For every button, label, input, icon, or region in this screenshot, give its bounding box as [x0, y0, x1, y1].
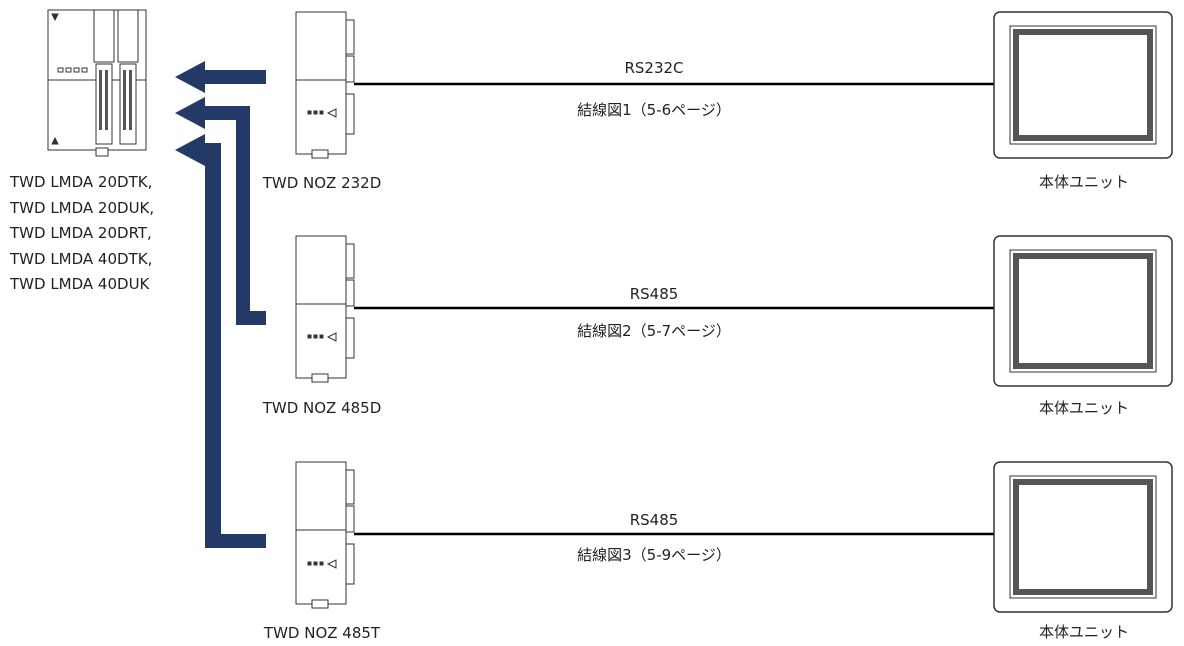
adapter-module-icon — [295, 235, 355, 383]
hmi-screen-icon — [993, 235, 1173, 387]
plc-model: TWD LMDA 20DRT, — [10, 224, 152, 242]
protocol-label: RS485 — [629, 285, 679, 303]
row-1 — [295, 11, 1173, 159]
row-2 — [295, 235, 1173, 387]
plc-model: TWD LMDA 20DTK, — [10, 173, 153, 191]
wiring-diagram-link: 結線図1（5-6ページ） — [577, 101, 731, 119]
adapter-label: TWD NOZ 485D — [262, 399, 382, 417]
plc-model: TWD LMDA 20DUK, — [10, 198, 155, 217]
hmi-screen-icon — [993, 461, 1173, 613]
plc-model: TWD LMDA 40DUK — [10, 275, 150, 293]
plc-model: TWD LMDA 40DTK, — [10, 249, 153, 268]
connector-arrows — [175, 61, 266, 548]
hmi-unit-label: 本体ユニット — [1038, 173, 1129, 191]
adapter-label: TWD NOZ 485T — [263, 624, 381, 642]
adapter-module-icon — [295, 11, 355, 159]
wiring-diagram-link: 結線図3（5-9ページ） — [577, 546, 731, 564]
adapter-label: TWD NOZ 232D — [262, 174, 382, 192]
hmi-unit-label: 本体ユニット — [1038, 399, 1129, 417]
plc-controller-icon — [47, 9, 147, 157]
wiring-diagram-link: 結線図2（5-7ページ） — [577, 322, 731, 340]
hmi-screen-icon — [993, 11, 1173, 159]
adapter-module-icon — [295, 461, 355, 609]
hmi-unit-label: 本体ユニット — [1038, 623, 1129, 641]
protocol-label: RS232C — [624, 59, 684, 77]
protocol-label: RS485 — [629, 511, 679, 529]
plc-model-list: TWD LMDA 20DTK, TWD LMDA 20DUK, TWD LMDA… — [10, 170, 154, 298]
row-3 — [295, 461, 1173, 613]
